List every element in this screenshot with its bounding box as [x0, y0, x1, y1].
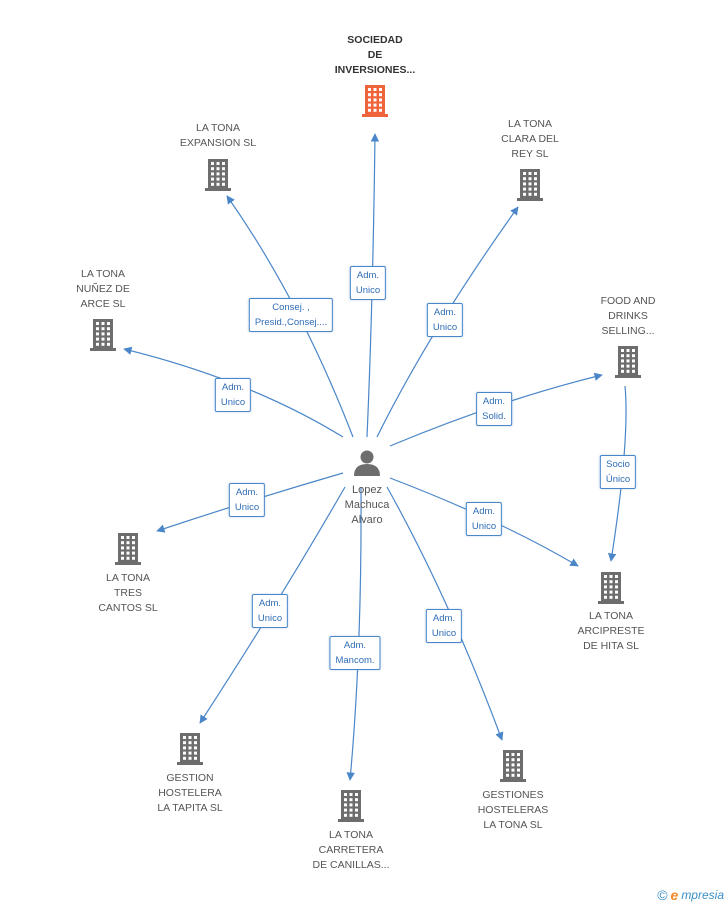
node-label-tres[interactable]: LA TONA TRES CANTOS SL — [98, 572, 158, 614]
building-icon-food[interactable] — [615, 346, 641, 378]
edge-label-p-to-food[interactable]: Adm. Solid. — [476, 392, 512, 426]
person-label[interactable]: Lopez Machuca Alvaro — [344, 484, 390, 526]
edge-label-p-to-gestiones[interactable]: Adm. Unico — [425, 609, 463, 643]
building-icon-arcipreste[interactable] — [598, 572, 624, 604]
building-icon-gestiones[interactable] — [500, 750, 526, 782]
person-icon[interactable] — [354, 450, 380, 477]
building-icon-expansion[interactable] — [205, 159, 231, 191]
brand-logo-text: mpresia — [681, 888, 724, 902]
node-label-arcipreste[interactable]: LA TONA ARCIPRESTE DE HITA SL — [577, 610, 645, 652]
node-label-canillas[interactable]: LA TONA CARRETERA DE CANILLAS... — [312, 829, 390, 871]
edges-layer — [123, 133, 627, 781]
edge-label-food-to-arcipreste[interactable]: Socio Único — [599, 455, 637, 489]
edge-label-p-to-tres[interactable]: Adm. Unico — [228, 483, 266, 517]
building-icon-canillas[interactable] — [338, 790, 364, 822]
building-icon-arce[interactable] — [90, 319, 116, 351]
building-icon-tres[interactable] — [115, 533, 141, 565]
node-label-sociedad[interactable]: SOCIEDAD DE INVERSIONES... — [334, 34, 416, 76]
node-label-tapita[interactable]: GESTION HOSTELERA LA TAPITA SL — [157, 772, 223, 814]
edge-label-p-to-expansion[interactable]: Consej. , Presid.,Consej.... — [248, 298, 334, 332]
edge-p-to-gestiones — [386, 486, 504, 741]
edge-label-p-to-tapita[interactable]: Adm. Unico — [251, 594, 289, 628]
edge-label-p-to-arce[interactable]: Adm. Unico — [214, 378, 252, 412]
node-label-gestiones[interactable]: GESTIONES HOSTELERAS LA TONA SL — [477, 789, 549, 831]
node-label-expansion[interactable]: LA TONA EXPANSION SL — [179, 122, 257, 149]
node-label-arce[interactable]: LA TONA NUÑEZ DE ARCE SL — [76, 268, 130, 310]
edge-label-p-to-sociedad[interactable]: Adm. Unico — [349, 266, 387, 300]
building-icon-tapita[interactable] — [177, 733, 203, 765]
edge-label-p-to-arcipreste[interactable]: Adm. Unico — [465, 502, 503, 536]
edge-label-p-to-clara[interactable]: Adm. Unico — [426, 303, 464, 337]
brand-logo-initial: e — [670, 887, 679, 903]
edge-label-p-to-canillas[interactable]: Adm. Mancom. — [329, 636, 381, 670]
node-label-food[interactable]: FOOD AND DRINKS SELLING... — [600, 295, 656, 337]
copyright-icon: © — [657, 887, 668, 903]
node-label-clara[interactable]: LA TONA CLARA DEL REY SL — [501, 118, 559, 160]
edge-p-to-canillas — [346, 486, 362, 781]
nodes-layer — [90, 85, 641, 822]
building-icon-sociedad[interactable] — [362, 85, 388, 117]
building-icon-clara[interactable] — [517, 169, 543, 201]
